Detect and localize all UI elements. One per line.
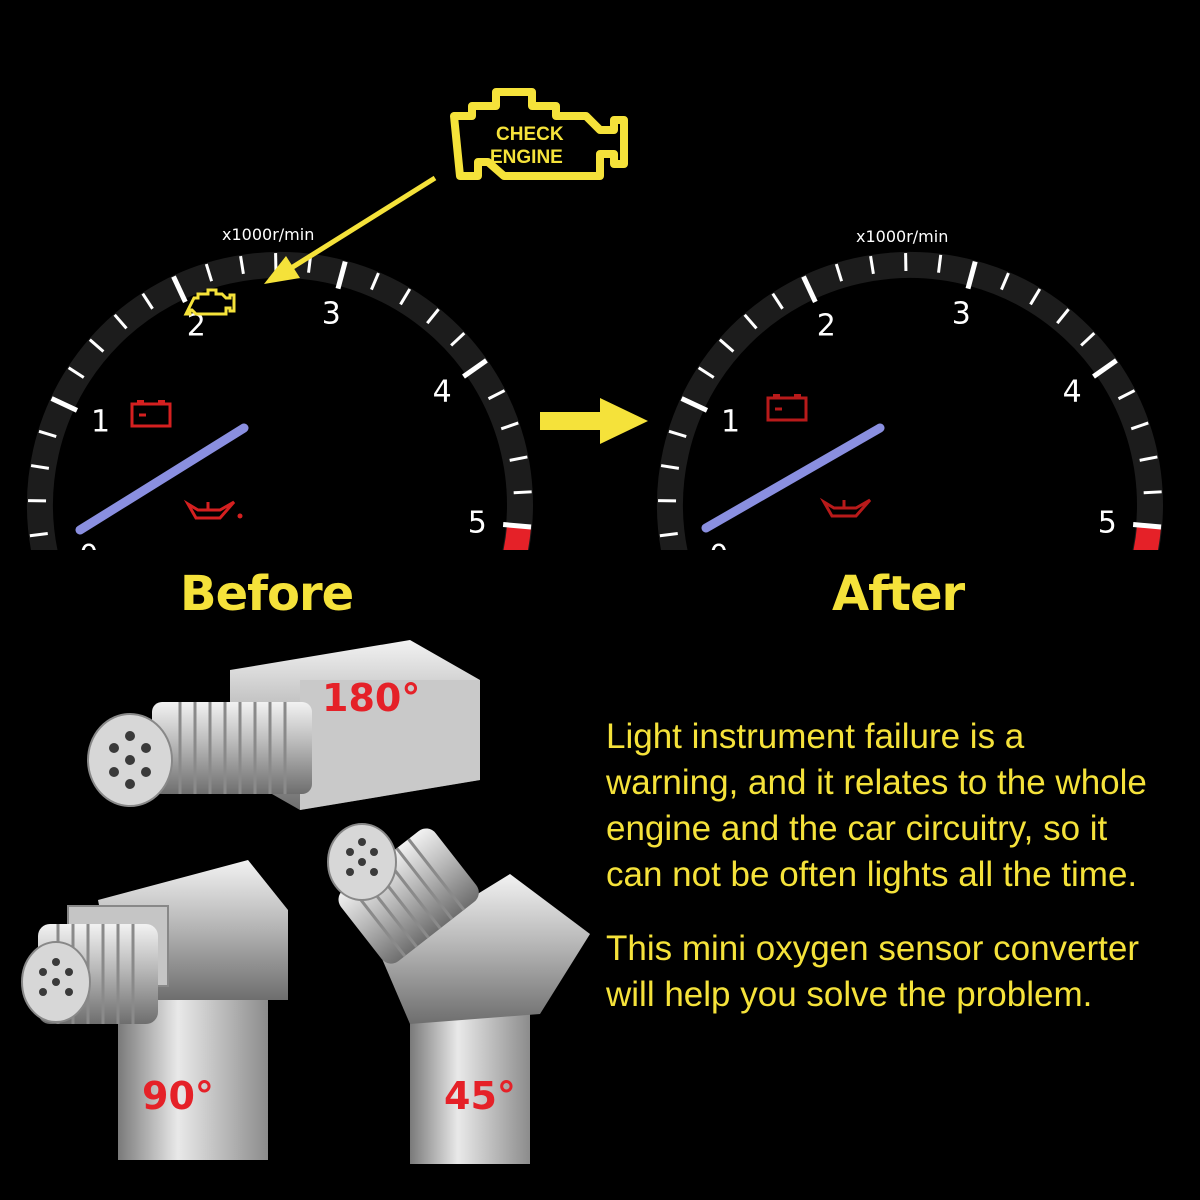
minor-tick — [1130, 421, 1149, 431]
rpm-needle — [701, 423, 885, 533]
before-tachometer-dial: 0123456 x1000r/min — [27, 225, 533, 550]
rpm-needle — [75, 423, 249, 535]
adapter-180-image — [87, 640, 480, 810]
major-tick — [502, 522, 532, 530]
minor-tick — [370, 272, 380, 291]
rpm-tick-label: 1 — [721, 404, 740, 439]
minor-tick — [869, 255, 875, 275]
rpm-tick-label: 1 — [91, 404, 110, 439]
minor-tick — [204, 263, 214, 282]
angle-45-label: 45° — [444, 1074, 516, 1118]
adapter-45-image — [327, 823, 590, 1164]
rpm-tick-label: 2 — [187, 309, 206, 344]
rpm-tick-label: 0 — [709, 539, 728, 550]
before-tachometer: 0123456 x1000r/min — [0, 150, 560, 550]
description-block: Light instrument failure is a warning, a… — [606, 714, 1166, 1046]
minor-tick — [697, 366, 715, 379]
adapter-90-image — [21, 860, 288, 1160]
minor-tick — [29, 532, 48, 538]
minor-tick — [1056, 308, 1070, 325]
minor-tick — [718, 338, 735, 353]
minor-tick — [1139, 455, 1158, 462]
description-paragraph-1: Light instrument failure is a warning, a… — [606, 717, 1147, 894]
right-arrow-icon — [540, 398, 648, 444]
minor-tick — [771, 292, 784, 310]
minor-tick — [834, 263, 844, 282]
minor-tick — [38, 429, 57, 439]
after-caption: After — [832, 566, 965, 622]
minor-tick — [450, 332, 466, 347]
rpm-tick-label: 3 — [322, 297, 341, 332]
rpm-unit-label: x1000r/min — [222, 225, 314, 244]
minor-tick — [509, 455, 528, 462]
minor-tick — [239, 255, 245, 275]
before-caption: Before — [180, 566, 354, 622]
rpm-tick-label: 0 — [79, 539, 98, 550]
minor-tick — [937, 254, 943, 273]
battery-icon — [130, 400, 172, 428]
rpm-tick-label: 4 — [1063, 374, 1082, 409]
battery-icon — [766, 394, 808, 422]
minor-tick — [399, 288, 412, 306]
major-tick — [801, 275, 818, 304]
minor-tick — [426, 308, 440, 325]
after-tachometer: 0123456 x1000r/min — [630, 150, 1190, 550]
major-tick — [171, 275, 188, 304]
rpm-tick-label: 5 — [1098, 505, 1117, 540]
oil-can-icon — [819, 497, 872, 518]
after-tachometer-dial: 0123456 x1000r/min — [657, 227, 1163, 550]
minor-tick — [487, 389, 506, 401]
major-tick — [680, 396, 709, 413]
check-engine-icon — [183, 288, 236, 316]
redline-zone — [1133, 524, 1162, 550]
rpm-tick-label: 5 — [468, 505, 487, 540]
major-tick — [462, 358, 488, 379]
minor-tick — [1080, 332, 1096, 347]
minor-tick — [668, 429, 687, 439]
check-engine-badge: CHECK ENGINE — [450, 88, 628, 180]
minor-tick — [660, 464, 680, 470]
rpm-tick-label: 2 — [817, 309, 836, 344]
minor-tick — [113, 313, 128, 330]
minor-tick — [1143, 490, 1162, 495]
major-tick — [965, 260, 978, 290]
major-tick — [1132, 522, 1162, 530]
check-label-line1: CHECK — [496, 124, 564, 145]
redline-zone — [503, 524, 532, 550]
oil-can-icon — [183, 499, 243, 520]
pointer-arrow — [264, 175, 437, 284]
minor-tick — [141, 292, 154, 310]
minor-tick — [743, 313, 758, 330]
minor-tick — [1029, 288, 1042, 306]
angle-90-label: 90° — [142, 1074, 214, 1118]
rpm-unit-label: x1000r/min — [856, 227, 948, 246]
minor-tick — [88, 338, 105, 353]
major-tick — [1092, 358, 1118, 379]
description-paragraph-2: This mini oxygen sensor converter will h… — [606, 929, 1139, 1014]
minor-tick — [1117, 389, 1136, 401]
minor-tick — [30, 464, 50, 470]
rpm-tick-label: 3 — [952, 297, 971, 332]
minor-tick — [513, 490, 532, 495]
minor-tick — [1000, 272, 1010, 291]
major-tick — [50, 396, 79, 413]
major-tick — [335, 260, 348, 290]
minor-tick — [659, 532, 678, 538]
rpm-tick-label: 4 — [433, 374, 452, 409]
minor-tick — [500, 421, 519, 431]
angle-180-label: 180° — [322, 676, 421, 720]
check-label-line2: ENGINE — [490, 147, 563, 168]
minor-tick — [67, 366, 85, 379]
